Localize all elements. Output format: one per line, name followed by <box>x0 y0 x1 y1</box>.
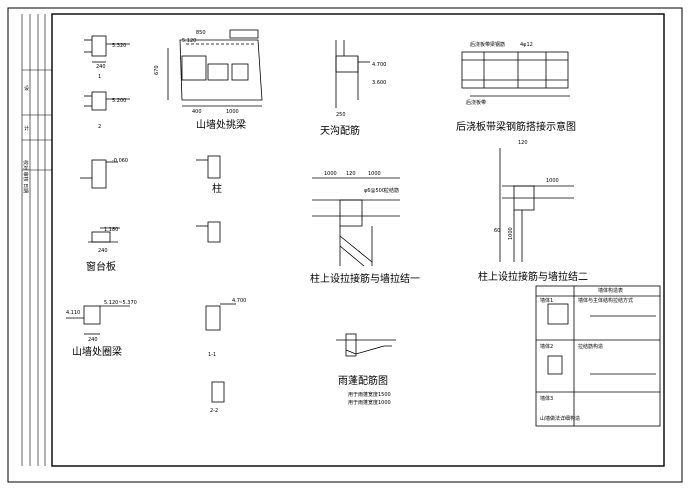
title-column-tie-1: 柱上设拉接筋与墙拉结一 <box>310 272 420 285</box>
dim-60: 60 <box>494 228 500 234</box>
section-mark-2: 2 <box>98 124 101 130</box>
beam-section-1 <box>84 35 130 63</box>
dim-4700-col: 4.700 <box>232 298 246 304</box>
title-block-text-2: 计 <box>24 125 29 132</box>
rear-slab-lap-detail <box>461 51 570 97</box>
title-gable-outer-beam: 山墙处圈梁 <box>72 345 122 358</box>
title-skylight-rebar: 天沟配筋 <box>320 124 360 137</box>
column-section-d <box>211 381 225 403</box>
legend-item-3: 山墙做法详细构造 <box>540 415 580 422</box>
dim-850: 850 <box>196 30 206 36</box>
dim-670: 670 <box>154 65 160 75</box>
dim-240-a: 240 <box>96 64 106 70</box>
outer-border <box>7 7 683 483</box>
dim-1000-a: 1000 <box>324 171 337 177</box>
title-block-text-3: 校对 审核 日期 <box>22 160 29 193</box>
section-mark-2-2: 2-2 <box>210 408 218 414</box>
column-tie-detail-2 <box>499 148 574 262</box>
note-canopy-1000: 用于雨蓬宽度1000 <box>348 399 391 406</box>
dim-1000-c: 1000 <box>546 178 559 184</box>
column-tie-detail-1 <box>312 177 400 267</box>
legend-table <box>535 285 661 427</box>
drawing-frame <box>51 13 665 467</box>
column-section-b <box>196 221 221 243</box>
title-canopy-rebar: 雨蓬配筋图 <box>338 374 388 387</box>
legend-item-1: 墙体与主体结构拉结方式 <box>578 297 633 304</box>
dim-1180: 1.180 <box>104 227 118 233</box>
note-tie-bar: 拉结筋 <box>384 187 399 194</box>
dim-240-gable: 240 <box>88 337 98 343</box>
legend-item-2: 拉结筋构造 <box>578 343 603 350</box>
dim-5200: 5.200 <box>112 98 126 104</box>
window-sill-detail <box>88 227 120 243</box>
note-rear-slab-1: 后浇板带梁钢筋 <box>470 41 505 48</box>
section-mark-1: 1 <box>98 74 101 80</box>
note-rear-slab-2: 4φ12 <box>520 42 533 48</box>
gable-beam-detail <box>66 305 130 335</box>
dim-250: 250 <box>336 112 346 118</box>
dim-120-a: 120 <box>346 171 356 177</box>
section-mark-1-1: 1-1 <box>208 352 216 358</box>
dim-5320: 5.320 <box>112 43 126 49</box>
skylight-rebar-detail <box>335 40 370 108</box>
dim-4110: 4.110 <box>66 310 80 316</box>
dim-4700: 4.700 <box>372 62 386 68</box>
title-strip <box>21 14 52 466</box>
legend-header: 墙体构造表 <box>598 287 623 294</box>
title-block-text-1: 设 <box>24 85 29 92</box>
title-gable-cantilever: 山墙处挑梁 <box>196 118 246 131</box>
dim-400: 400 <box>192 109 202 115</box>
column-section-a <box>196 155 221 179</box>
dim-3600: 3.600 <box>372 80 386 86</box>
dim-1000-b: 1000 <box>368 171 381 177</box>
dim-neg0060: -0.060 <box>112 158 128 164</box>
title-rear-slab-lap: 后浇板带梁钢筋搭接示意图 <box>456 120 576 133</box>
legend-row-1: 墙体1 <box>540 297 553 304</box>
dim-240-sill: 240 <box>98 248 108 254</box>
beam-section-2 <box>84 91 130 111</box>
title-column: 柱 <box>212 182 222 195</box>
dim-1000: 1000 <box>226 109 239 115</box>
dim-5120: 5.120 <box>182 38 196 44</box>
dim-120-b: 120 <box>518 140 528 146</box>
title-window-sill: 窗台板 <box>86 260 116 273</box>
legend-row-3: 墙体3 <box>540 395 553 402</box>
note-tie-spacing: φ6@500 <box>364 188 385 194</box>
column-section-c <box>205 303 236 331</box>
beam-section-3 <box>80 159 118 189</box>
note-canopy-1500: 用于雨蓬宽度1500 <box>348 391 391 398</box>
note-rear-slab-3: 后浇板带 <box>466 99 486 106</box>
title-column-tie-2: 柱上设拉接筋与墙拉结二 <box>478 270 588 283</box>
dim-5120-5370: 5.120~5.370 <box>104 300 137 306</box>
legend-row-2: 墙体2 <box>540 343 553 350</box>
canopy-rebar-detail <box>336 333 396 357</box>
dim-1000-d: 1000 <box>508 227 514 240</box>
gable-cantilever-beam <box>167 29 263 107</box>
